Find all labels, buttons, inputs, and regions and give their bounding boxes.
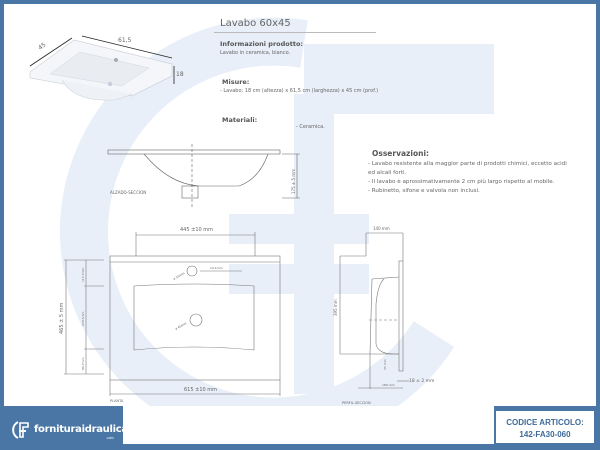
plan-side-sub3: 80.7mm	[81, 357, 85, 370]
elevation-label: ALZADO-SECCION	[110, 190, 146, 195]
materials-text: - Ceramica.	[296, 124, 325, 130]
title-divider	[214, 32, 376, 33]
footer-strip	[123, 406, 494, 444]
profile-small-dim: 35 mm	[383, 359, 387, 370]
brand-suffix: .com	[106, 436, 114, 440]
profile-top-dim: 140 mm	[373, 226, 390, 231]
plan-top-dim: 445 ±10 mm	[180, 227, 213, 233]
brand-logo-icon	[12, 421, 29, 439]
plan-side-dim: 465 ± 5 mm	[59, 302, 65, 334]
page-title: Lavabo 60x45	[220, 18, 291, 29]
spec-sheet: 45 61,5 18 175 ± 5 mm ALZADO-SECCION	[4, 4, 596, 406]
observations-list: - Lavabo resistente alla maggior parte d…	[368, 160, 568, 196]
measures-heading: Misure:	[222, 78, 250, 86]
profile-thickness-dim: 18 ± 2 mm	[409, 378, 434, 384]
plan-view	[64, 232, 281, 396]
elevation-height-dim: 175 ± 5 mm	[291, 169, 296, 194]
materials-heading: Materiali:	[222, 116, 258, 124]
plan-side-sub1: 115.7mm	[81, 267, 85, 282]
profile-height-dim: 395 mm	[333, 299, 338, 316]
article-code-label: CODICE ARTICOLO:	[506, 418, 584, 427]
brand-logo: forniturаidraulica .com	[0, 406, 128, 450]
profile-section	[339, 232, 409, 389]
sink-render: 45 61,5 18 175 ± 5 mm ALZADO-SECCION	[29, 35, 434, 405]
profile-base-dim: 180 mm	[382, 383, 395, 387]
product-info-text: Lavabo in ceramica, bianco.	[220, 50, 291, 56]
plan-bottom-dim: 615 ±10 mm	[184, 387, 217, 393]
elevation-section	[107, 144, 300, 209]
plan-side-sub2: 270.5mm	[81, 311, 85, 326]
observation-item: - Il lavabo è aprossimativamente 2 cm pi…	[368, 179, 555, 185]
observations-heading: Osservazioni:	[372, 149, 430, 158]
render-width-label: 61,5	[118, 37, 132, 44]
plan-hole1: ø 35mm	[173, 271, 186, 281]
measures-text: - Lavabo: 18 cm (altezza) x 61,5 cm (lar…	[220, 88, 379, 94]
render-depth-label: 45	[37, 41, 47, 51]
article-code-value: 142-FA30-060	[519, 430, 571, 439]
profile-label: PERFIL-SECCION	[342, 401, 371, 405]
article-code-box: CODICE ARTICOLO: 142-FA30-060	[494, 409, 596, 445]
observation-item: - Rubinetto, sifone e valvola non inclus…	[368, 188, 480, 194]
watermark-logo-icon	[59, 17, 494, 406]
plan-offset: 24.1mm	[210, 266, 223, 270]
render-height-label: 18	[176, 71, 184, 78]
brand-name: forniturаidraulica	[34, 424, 128, 435]
product-info-heading: Informazioni prodotto:	[220, 40, 304, 48]
plan-label: PLANTA	[110, 399, 124, 403]
observation-item: - Lavabo resistente alla maggior parte d…	[368, 161, 567, 176]
plan-hole2: ø 45mm	[175, 321, 188, 331]
